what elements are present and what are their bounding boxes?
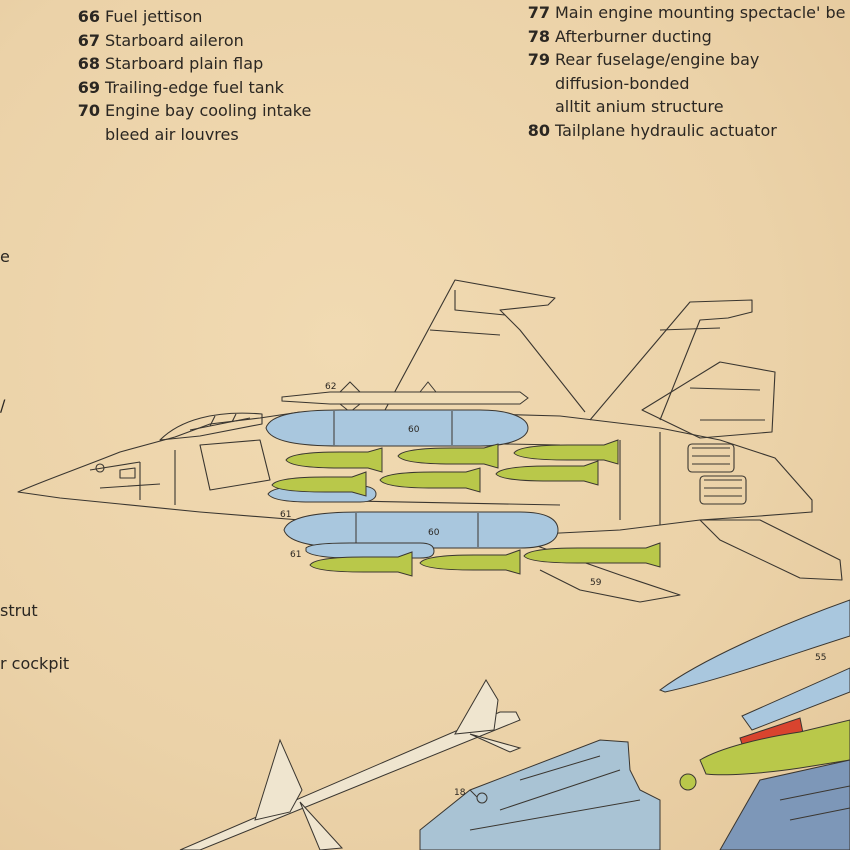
legend-item-69: 69 Trailing-edge fuel tank: [70, 76, 311, 100]
bomb-rack: [271, 439, 661, 577]
text-fragment: strut: [0, 601, 38, 620]
legend-number: 66: [77, 7, 100, 26]
legend-text: Rear fuselage/engine bay: [555, 50, 760, 70]
legend-text: Fuel jettison: [105, 7, 203, 26]
legend-number: 67: [77, 30, 100, 50]
legend-text: Starboard aileron: [105, 30, 244, 50]
legend-item-78: 78 Afterburner ducting: [520, 25, 845, 49]
callout-61: 61: [280, 510, 291, 520]
legend-continuation: alltit anium structure: [555, 97, 724, 117]
callout-60: 60: [408, 425, 420, 435]
callout-61: 61: [290, 550, 301, 560]
wing: [519, 539, 681, 603]
legend-item-80: 80 Tailplane hydraulic actuator: [520, 119, 845, 143]
legend-number: 69: [77, 77, 100, 97]
text-fragment: r cockpit: [0, 654, 70, 673]
legend-item-79: 79 Rear fuselage/engine bay: [520, 48, 845, 72]
legend-number: 78: [527, 26, 550, 46]
weapon-pod: [419, 739, 661, 850]
fuel-tank-upper: [265, 409, 529, 447]
legend-number: 68: [77, 54, 100, 74]
callout-60: 60: [428, 528, 440, 538]
missile-bottom-left: [179, 679, 522, 850]
legend-number: 79: [527, 50, 550, 70]
legend-list-left: 66 Fuel jettison 67 Starboard aileron 68…: [70, 5, 312, 147]
legend-item-77: 77 Main engine mounting spectacle' be: [520, 1, 846, 25]
text-fragment: e: [0, 247, 10, 266]
legend-text: Afterburner ducting: [555, 26, 712, 46]
legend-text: Starboard plain flap: [105, 54, 264, 74]
engine-nozzle: [699, 475, 747, 505]
callout-55: 55: [815, 653, 826, 663]
stores-cluster: [679, 667, 850, 850]
legend-continuation: bleed air louvres: [105, 124, 239, 144]
legend-item-68: 68 Starboard plain flap: [70, 52, 311, 76]
legend-continuation: diffusion-bonded: [555, 73, 690, 93]
legend-text: Trailing-edge fuel tank: [105, 77, 284, 97]
legend-text: Tailplane hydraulic actuator: [555, 120, 777, 140]
horizontal-stabilizer: [641, 361, 776, 439]
missile-right: [658, 599, 850, 693]
callout-18: 18: [454, 788, 466, 798]
canopy-outline: [159, 412, 263, 441]
missile-62: [281, 381, 529, 413]
legend-item-67: 67 Starboard aileron: [70, 29, 311, 53]
vertical-tail: [384, 279, 586, 413]
legend-item-66: 66 Fuel jettison: [70, 5, 311, 29]
tailplane: [699, 519, 843, 581]
callout-62: 62: [325, 382, 336, 392]
callout-59: 59: [590, 578, 602, 588]
legend-number: 70: [77, 101, 100, 121]
legend-list-right: 77 Main engine mounting spectacle' be 78…: [520, 1, 846, 143]
vertical-tail-2: [589, 299, 753, 421]
legend-text: Main engine mounting spectacle' be: [555, 3, 846, 22]
legend-number: 77: [527, 3, 550, 22]
legend-item-70: 70 Engine bay cooling intake: [70, 99, 312, 123]
legend-number: 80: [527, 120, 550, 140]
legend-text: Engine bay cooling intake: [105, 101, 312, 121]
engine-nozzle: [687, 443, 735, 473]
text-fragment: /: [0, 396, 6, 415]
